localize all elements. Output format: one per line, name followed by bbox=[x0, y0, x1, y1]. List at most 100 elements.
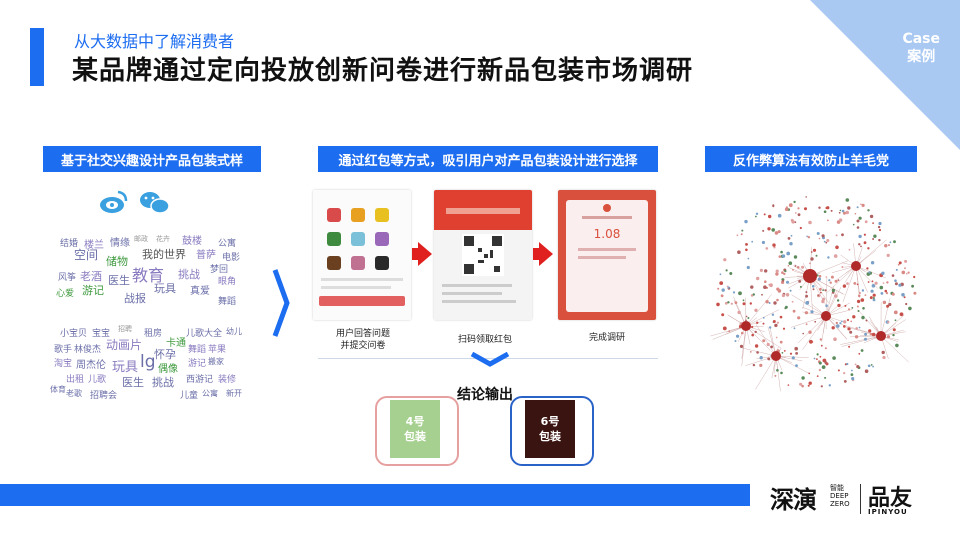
network-node bbox=[804, 207, 807, 211]
network-node bbox=[835, 245, 839, 250]
network-edge bbox=[745, 325, 771, 351]
network-node bbox=[861, 203, 865, 207]
word-cloud-term: 心爱 bbox=[56, 289, 75, 299]
network-node bbox=[762, 316, 765, 319]
network-node bbox=[810, 283, 812, 285]
network-node bbox=[788, 203, 793, 208]
network-node bbox=[763, 285, 767, 289]
network-node bbox=[867, 209, 870, 212]
network-node bbox=[752, 293, 755, 296]
network-node bbox=[886, 253, 890, 257]
network-node bbox=[819, 355, 822, 358]
word-cloud-term: 公寓 bbox=[202, 389, 218, 398]
chevron-right-icon bbox=[272, 269, 290, 337]
network-node bbox=[793, 255, 798, 259]
title-accent-bar bbox=[30, 28, 44, 86]
network-node bbox=[759, 356, 763, 360]
network-node bbox=[789, 352, 793, 355]
network-node bbox=[834, 294, 838, 298]
corner-decoration bbox=[810, 0, 960, 150]
word-cloud-term: 普萨 bbox=[196, 250, 216, 261]
network-node bbox=[878, 238, 881, 242]
word-cloud-term: 我的世界 bbox=[142, 248, 186, 261]
network-node bbox=[873, 234, 877, 238]
network-node bbox=[734, 340, 737, 342]
deepzero-logo: 深演 bbox=[770, 486, 817, 514]
network-node bbox=[898, 261, 902, 265]
network-node bbox=[752, 363, 756, 367]
word-cloud-term: 游记 bbox=[82, 284, 104, 297]
network-node bbox=[872, 298, 876, 302]
red-arrow-right-icon-1 bbox=[418, 242, 432, 266]
network-node bbox=[843, 325, 846, 328]
network-node bbox=[767, 227, 771, 231]
network-node bbox=[864, 332, 867, 336]
network-node bbox=[768, 302, 771, 304]
network-node bbox=[841, 320, 843, 323]
network-node bbox=[776, 369, 779, 372]
network-node bbox=[772, 320, 776, 323]
network-node bbox=[848, 345, 851, 348]
network-node bbox=[870, 364, 873, 366]
network-node bbox=[834, 279, 838, 283]
network-node bbox=[795, 352, 798, 355]
network-node bbox=[739, 344, 744, 348]
network-node bbox=[853, 282, 857, 285]
network-node bbox=[818, 206, 821, 209]
word-cloud-term: 装修 bbox=[218, 375, 237, 385]
network-node bbox=[749, 302, 752, 305]
network-node bbox=[842, 211, 846, 215]
network-node bbox=[773, 301, 777, 305]
network-node bbox=[817, 294, 819, 297]
interest-word-cloud: 结婚楼兰情缘邮政花卉鼓楼公寓空间我的世界普萨电影储物梦回风筝老酒医生教育挑战眼角… bbox=[50, 186, 260, 406]
network-edge bbox=[712, 325, 747, 340]
network-node bbox=[825, 276, 828, 278]
network-node bbox=[892, 328, 896, 332]
network-node bbox=[777, 230, 781, 234]
network-node bbox=[783, 350, 786, 352]
network-node bbox=[756, 351, 759, 354]
network-node bbox=[746, 265, 750, 270]
network-node bbox=[872, 222, 874, 224]
case-badge: Case 案例 bbox=[902, 30, 940, 66]
social-icons bbox=[100, 190, 170, 214]
network-node bbox=[821, 234, 825, 238]
package-4-swatch: 4号 包装 bbox=[390, 400, 440, 458]
network-node bbox=[792, 269, 794, 271]
network-node bbox=[887, 321, 890, 324]
network-node bbox=[839, 322, 842, 325]
step-caption-1-line1: 用户回答问题 bbox=[335, 329, 390, 339]
phone-screen-questionnaire bbox=[313, 190, 411, 320]
network-node bbox=[824, 289, 827, 292]
network-node bbox=[858, 234, 862, 239]
network-node bbox=[824, 347, 827, 350]
network-node bbox=[719, 281, 724, 285]
network-node bbox=[816, 358, 818, 360]
word-cloud-term: 淘宝 bbox=[54, 359, 73, 369]
step-caption-3: 完成调研 bbox=[588, 333, 625, 343]
network-node bbox=[741, 331, 744, 335]
network-node bbox=[771, 313, 775, 316]
network-node bbox=[859, 292, 861, 294]
network-node bbox=[736, 334, 740, 338]
network-node bbox=[797, 213, 801, 217]
network-edge bbox=[767, 326, 777, 357]
network-node bbox=[886, 304, 890, 308]
network-node bbox=[812, 288, 815, 291]
word-cloud-term: 结婚 bbox=[60, 239, 79, 249]
network-node bbox=[764, 269, 768, 273]
network-node bbox=[847, 206, 851, 210]
network-node bbox=[829, 281, 832, 284]
network-node bbox=[797, 207, 800, 210]
network-node bbox=[864, 369, 869, 373]
package-6-label-line1: 6号 bbox=[540, 415, 560, 428]
network-node bbox=[721, 288, 725, 292]
network-node bbox=[727, 301, 730, 304]
network-node bbox=[913, 291, 917, 295]
network-node bbox=[751, 333, 754, 337]
network-node bbox=[828, 384, 831, 387]
network-node bbox=[901, 293, 905, 297]
network-node bbox=[754, 330, 757, 334]
network-node bbox=[854, 212, 857, 215]
word-cloud-term: 儿童 bbox=[180, 391, 199, 401]
